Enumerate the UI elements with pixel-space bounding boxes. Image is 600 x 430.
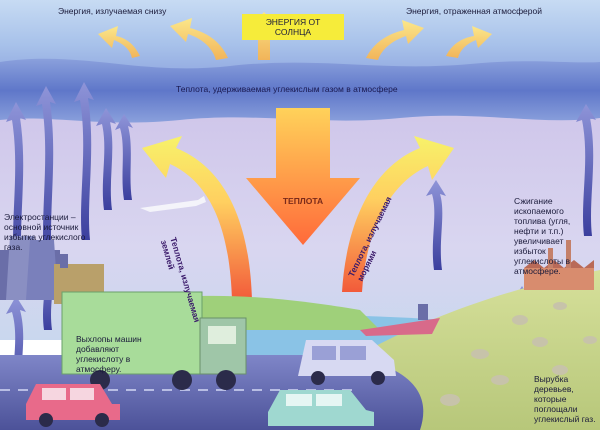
- car: [26, 384, 120, 427]
- factory: [524, 240, 594, 290]
- fossil-fuel-label: Сжигание ископаемого топлива (угля, нефт…: [514, 196, 571, 276]
- power-plants-label: Электростанции – основной источник избыт…: [4, 212, 86, 252]
- deforestation-label: Вырубка деревьев, которые поглощали угле…: [534, 374, 596, 424]
- heat-arrow: [246, 108, 360, 245]
- atmosphere-label: Теплота, удерживаемая углекислым газом в…: [176, 84, 398, 94]
- airplane: [140, 196, 206, 212]
- van: [298, 340, 396, 385]
- heat-from-seas-arrow: [342, 136, 454, 292]
- car-2: [268, 390, 374, 426]
- ship: [360, 304, 440, 336]
- sun-energy-label: ЭНЕРГИЯ ОТ СОЛНЦА: [242, 14, 344, 40]
- reflected-label: Энергия, отраженная атмосферой: [406, 6, 542, 16]
- tree-stump: [440, 302, 597, 406]
- power-plant: [0, 236, 104, 304]
- heat-from-land-arrow: [142, 136, 252, 300]
- heat-label: ТЕПЛОТА: [282, 196, 324, 206]
- emitted-from-below-label: Энергия, излучаемая снизу: [58, 6, 167, 16]
- emitted-arrow-icon: [98, 18, 228, 60]
- reflected-arrow-icon: [366, 20, 492, 60]
- truck: [61, 291, 247, 390]
- car-exhaust-label: Выхлопы машин добавляют углекислоту в ат…: [76, 334, 142, 374]
